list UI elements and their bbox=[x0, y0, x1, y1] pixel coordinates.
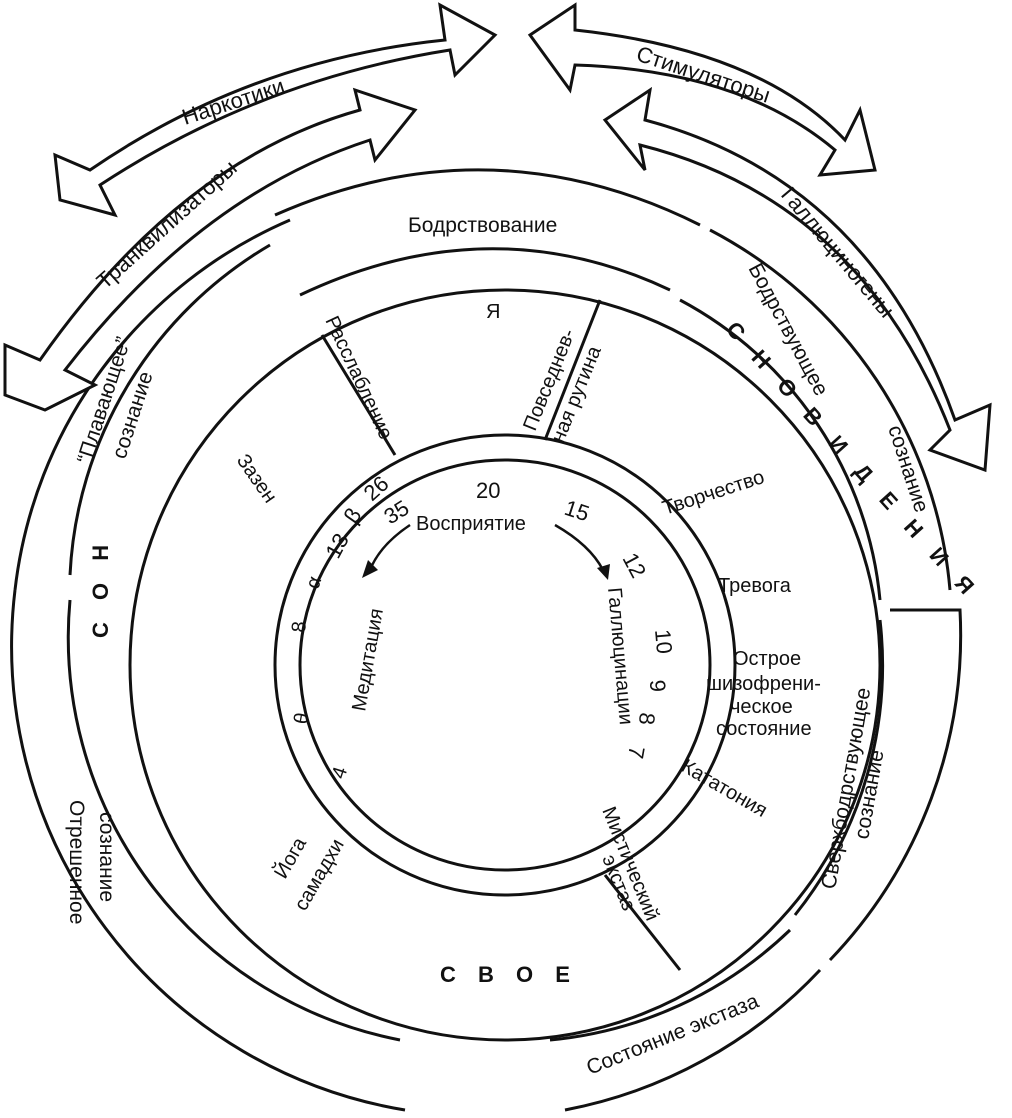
stimulants-arrow bbox=[527, 2, 877, 177]
hallucinogens-label: Галлюциногены bbox=[776, 182, 899, 322]
scale-left-6: 26 bbox=[359, 471, 394, 506]
scale-right-5: 8 bbox=[634, 712, 660, 726]
detached-label-2: сознание bbox=[95, 812, 118, 902]
dreams-label: С Н О В И Д Е Н И Я bbox=[721, 317, 984, 605]
middle-divider-bottom bbox=[603, 874, 682, 971]
scale-left-2: 8 bbox=[288, 620, 311, 633]
inner-ring-inner-circle bbox=[298, 458, 712, 872]
scale-left-1: θ bbox=[290, 711, 314, 726]
narcotics-label: Наркотики bbox=[179, 73, 288, 130]
creativity-label: Творчество bbox=[660, 466, 767, 520]
catatonia-label: Кататония bbox=[678, 755, 771, 822]
zazen-label: Зазен bbox=[232, 450, 281, 507]
narcotics-arrow bbox=[53, 2, 498, 218]
schizo-label-3: ческое bbox=[730, 696, 793, 718]
schizo-label-1: Острое bbox=[733, 648, 801, 670]
scale-right-1: 15 bbox=[561, 495, 592, 526]
scale-left-0: 4 bbox=[328, 764, 352, 781]
scale-right-0: 20 bbox=[476, 478, 500, 503]
perception-arrow-right bbox=[554, 523, 605, 571]
own-label: С В О Е bbox=[440, 962, 578, 987]
wakefulness-label: Бодрствование bbox=[408, 214, 557, 237]
self-label: Я bbox=[486, 301, 500, 323]
middle-ring-circle bbox=[128, 288, 882, 1042]
scale-right-3: 10 bbox=[650, 628, 677, 655]
detached-label-1: Отрешенное bbox=[65, 800, 88, 924]
perception-label: Восприятие bbox=[416, 513, 526, 535]
middle-divider-right bbox=[543, 299, 602, 441]
scale-left-5: β bbox=[339, 503, 367, 528]
anxiety-label: Тревога bbox=[718, 575, 792, 597]
scale-left-3: α bbox=[302, 574, 326, 592]
hallucinations-label: Галлюцинации bbox=[603, 587, 637, 726]
scale-right-4: 9 bbox=[645, 679, 670, 692]
outer-ring-bottom-left-segment bbox=[10, 589, 406, 1112]
scale-right-2: 12 bbox=[618, 549, 652, 582]
inner-ring-outer-circle bbox=[273, 433, 737, 897]
ecstasy-state-label: Состояние экстаза bbox=[583, 989, 762, 1079]
schizo-label-2: шизофрени- bbox=[706, 673, 821, 695]
sleep-label: С О Н bbox=[88, 537, 113, 638]
meditation-label: Медитация bbox=[348, 607, 388, 713]
outer-ring-bottom-right-segment bbox=[793, 608, 963, 962]
tranquilizers-arrow bbox=[3, 87, 418, 412]
yoga-label-1: Йога bbox=[269, 832, 312, 882]
middle-divider-left bbox=[320, 334, 397, 456]
outer-ring-bottom-segment bbox=[549, 928, 822, 1112]
schizo-label-4: состояние bbox=[716, 718, 812, 740]
outer-ring-top-segment bbox=[274, 168, 701, 297]
relaxation-label: Расслабление bbox=[320, 313, 396, 443]
outer-ring-left-segment bbox=[13, 218, 291, 591]
hallucinogens-arrow bbox=[602, 86, 992, 473]
scale-right-6: 7 bbox=[623, 744, 650, 760]
perception-arrow-left bbox=[368, 523, 411, 571]
outer-ring-right-segment bbox=[679, 228, 952, 601]
perception-arrowhead-left bbox=[362, 560, 378, 578]
perception-arrowhead-right bbox=[597, 564, 610, 580]
